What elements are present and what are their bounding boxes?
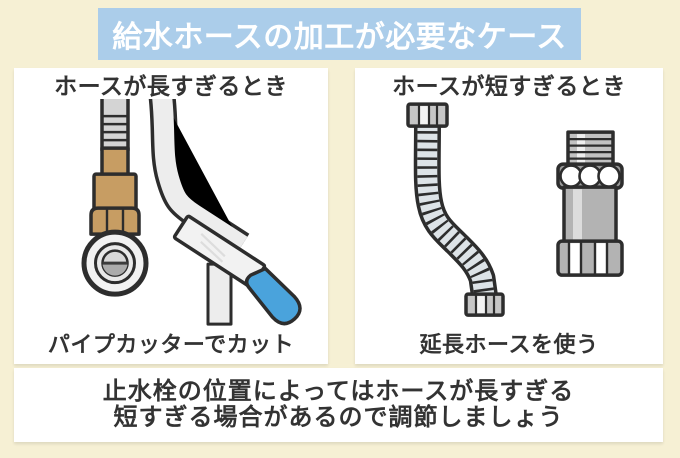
- pipe-cutter-icon: [172, 215, 302, 326]
- panel-hose-too-short: ホースが短すぎるとき: [355, 68, 663, 364]
- stop-valve-icon: [81, 99, 149, 298]
- left-panel-caption: パイプカッターでカット: [47, 331, 295, 357]
- supply-hose-icon: [148, 99, 250, 257]
- page-title: 給水ホースの加工が必要なケース: [112, 21, 567, 54]
- right-panel-heading: ホースが短すぎるとき: [392, 73, 626, 99]
- extension-hose-illustration: [406, 102, 624, 318]
- footer-line1: 止水栓の位置によってはホースが長すぎる: [102, 377, 575, 405]
- right-panel-caption: 延長ホースを使う: [419, 331, 599, 357]
- flexible-hose-icon: [406, 102, 505, 318]
- panel-hose-too-long: ホースが長すぎるとき: [14, 68, 328, 364]
- title-banner: 給水ホースの加工が必要なケース: [98, 8, 581, 60]
- hose-cutting-illustration: [81, 99, 302, 327]
- footer-line2: 短すぎる場合があるので調節しましょう: [113, 404, 564, 431]
- left-panel-heading: ホースが長すぎるとき: [54, 73, 288, 99]
- extension-fitting-icon: [556, 130, 624, 278]
- footer-note: 止水栓の位置によってはホースが長すぎる 短すぎる場合があるので調節しましょう: [14, 368, 663, 442]
